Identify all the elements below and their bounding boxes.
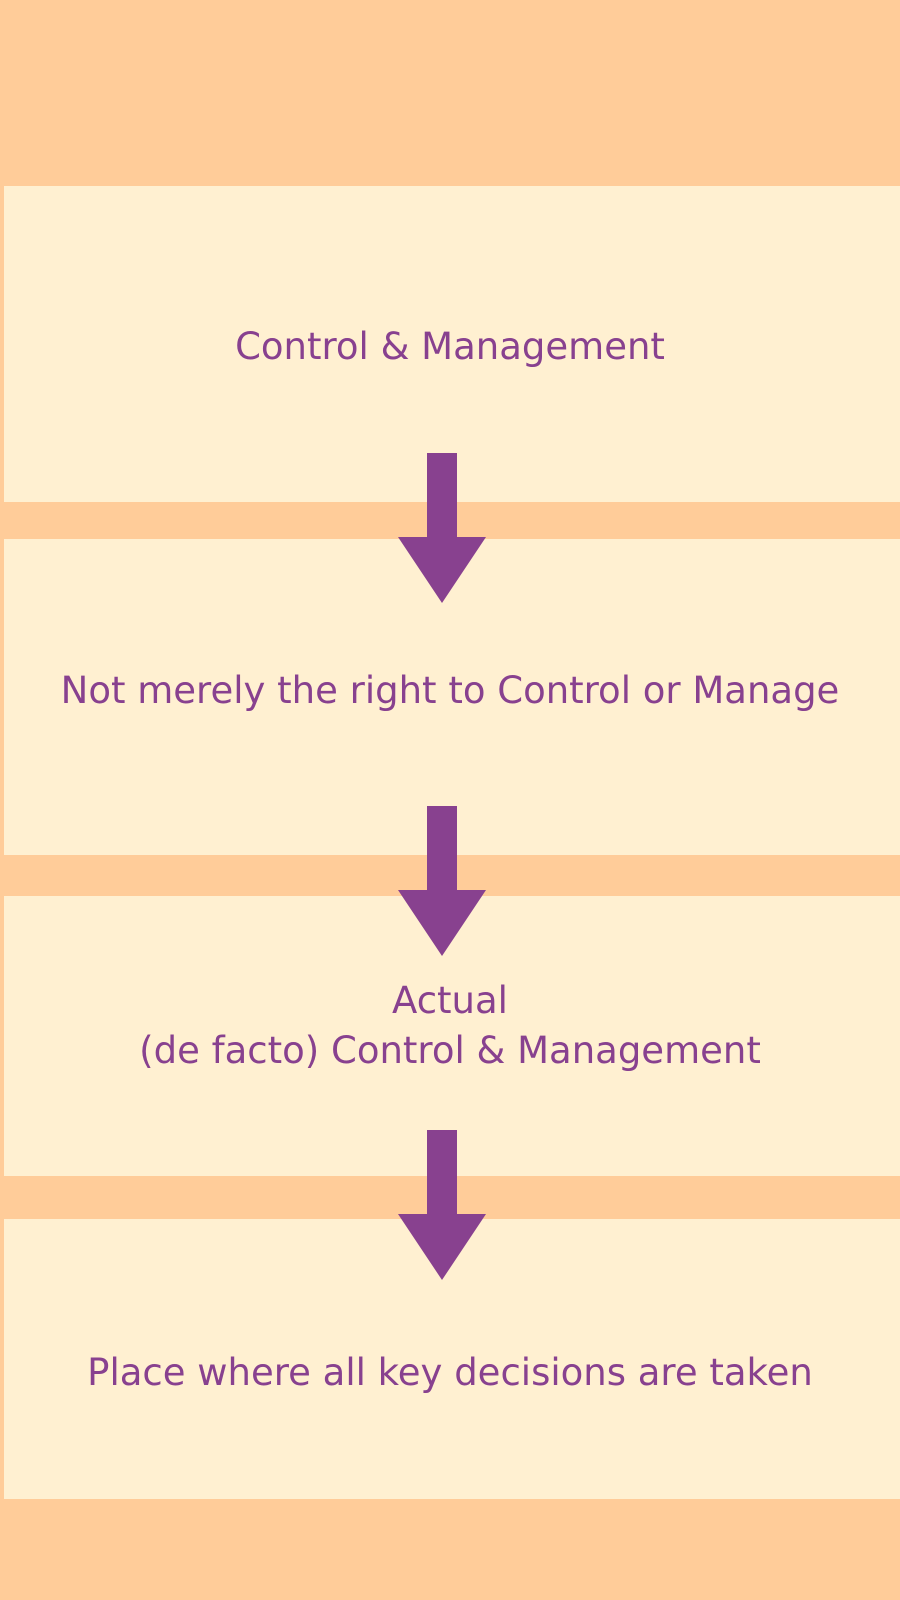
step-label-2: Not merely the right to Control or Manag… bbox=[60, 669, 840, 712]
arrow-down-icon bbox=[398, 1130, 486, 1280]
step-label-3: Actual (de facto) Control & Management bbox=[139, 979, 761, 1072]
step-panel-3 bbox=[4, 896, 900, 1176]
step-label-1: Control & Management bbox=[235, 325, 665, 368]
step-panel-4 bbox=[4, 1219, 900, 1499]
arrow-down-icon bbox=[398, 806, 486, 956]
step-label-4: Place where all key decisions are taken bbox=[87, 1351, 813, 1394]
arrow-down-icon bbox=[398, 453, 486, 603]
step-panel-1 bbox=[4, 186, 900, 502]
step-panel-2 bbox=[4, 539, 900, 855]
